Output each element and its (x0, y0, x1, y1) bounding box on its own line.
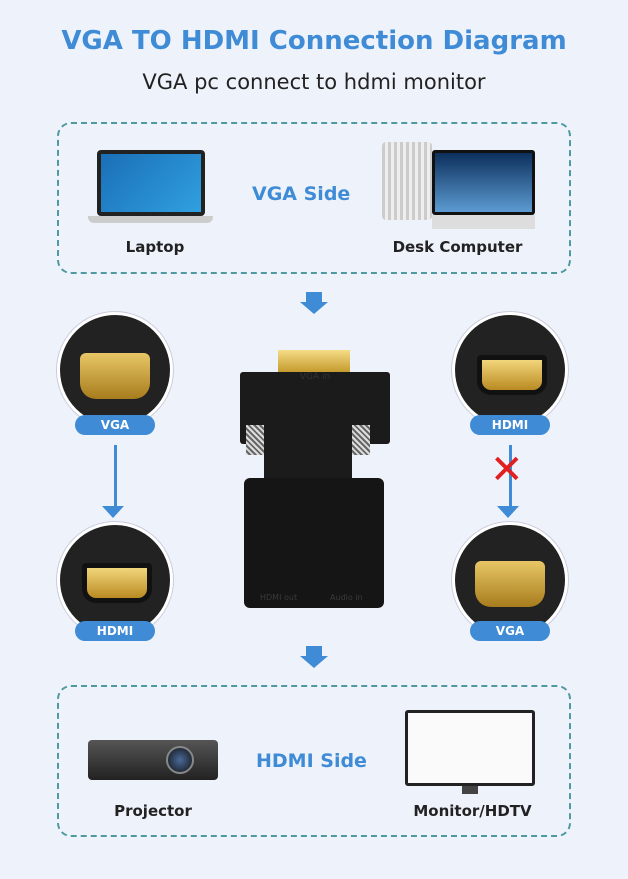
monitor-chin (432, 215, 535, 229)
adapter-image: VGA in HDMI out Audio in (240, 350, 390, 608)
hdmi-out-label: HDMI out (260, 593, 298, 602)
vga-badge: VGA (75, 415, 155, 435)
vga-connector-circle (57, 312, 173, 428)
arrow-down-icon (497, 506, 519, 518)
arrow-stem (306, 292, 322, 302)
arrow-down-icon (300, 656, 328, 668)
monitor-hdtv-image (405, 710, 535, 786)
hdmi-connector-circle (452, 312, 568, 428)
vga-side-label: VGA Side (252, 183, 351, 205)
projector-label: Projector (114, 802, 192, 820)
laptop-image (88, 150, 213, 223)
page-title: VGA TO HDMI Connection Diagram (61, 26, 567, 56)
hdmi-side-box (57, 685, 571, 837)
arrow-stem (306, 646, 322, 656)
monitor-hdtv-label: Monitor/HDTV (413, 802, 532, 820)
desktop-tower-image (382, 142, 432, 220)
vga-connector-circle (452, 522, 568, 638)
hdmi-side-label: HDMI Side (256, 750, 367, 772)
audio-in-label: Audio in (330, 593, 363, 602)
arrow-line (509, 445, 512, 507)
vga-in-label: VGA in (299, 372, 331, 382)
arrow-down-icon (102, 506, 124, 518)
laptop-label: Laptop (125, 238, 185, 256)
hdmi-badge: HDMI (470, 415, 550, 435)
page-subtitle: VGA pc connect to hdmi monitor (142, 70, 486, 94)
vga-badge: VGA (470, 621, 550, 641)
monitor-image (432, 150, 535, 215)
vga-side-box (57, 122, 571, 274)
invalid-x-icon: ✕ (490, 447, 524, 493)
desk-computer-label: Desk Computer (392, 238, 523, 256)
hdmi-badge: HDMI (75, 621, 155, 641)
arrow-down-icon (300, 302, 328, 314)
arrow-line (114, 445, 117, 507)
projector-image (88, 740, 218, 780)
monitor-stand (462, 786, 478, 794)
